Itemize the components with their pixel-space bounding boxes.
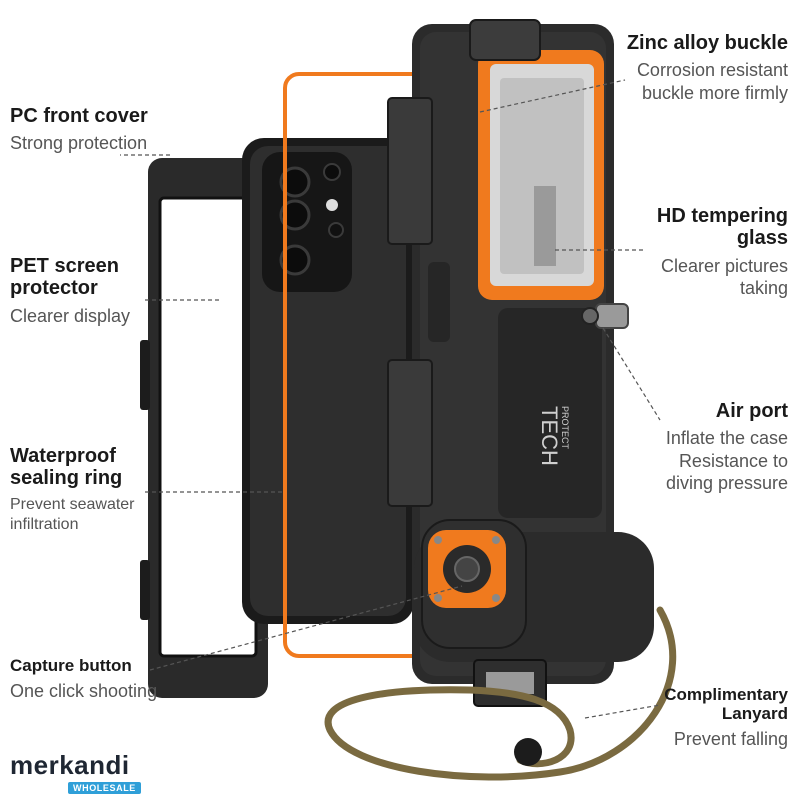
leader-lines [120, 79, 661, 719]
brand-logo-on-case: TECH PROTECT [537, 406, 570, 466]
label-sealing-ring: Waterproof sealing ring Prevent seawater… [10, 445, 135, 534]
label-subtitle: One click shooting [10, 681, 158, 702]
label-title: PC front cover [10, 105, 148, 127]
merkandi-watermark: merkandi WHOLESALE [10, 752, 141, 796]
svg-text:PROTECT: PROTECT [560, 406, 570, 450]
label-subtitle: Prevent falling [673, 729, 788, 750]
lanyard-stopper [514, 738, 542, 766]
label-subtitle: Corrosion resistant [636, 60, 788, 81]
label-lanyard: Complimentary Lanyard Prevent falling [664, 685, 788, 749]
label-air-port: Air port Inflate the case Resistance to … [666, 400, 788, 493]
brand-tag: WHOLESALE [68, 782, 141, 794]
label-pet-protector: PET screen protector Clearer display [10, 255, 130, 326]
waterproof-case-body [387, 19, 654, 707]
label-title: Air port [715, 400, 788, 422]
label-hd-glass: HD tempering glass Clearer pictures taki… [657, 205, 788, 298]
label-title: Waterproof [10, 445, 116, 467]
label-capture-button: Capture button One click shooting [10, 656, 157, 701]
label-title: PET screen [10, 255, 119, 277]
svg-text:TECH: TECH [537, 406, 562, 466]
label-subtitle: diving pressure [665, 472, 788, 493]
label-subtitle: buckle more firmly [641, 82, 788, 103]
label-subtitle: Inflate the case [665, 428, 788, 449]
label-subtitle: Resistance to [678, 450, 788, 471]
label-subtitle: Clearer display [10, 305, 131, 326]
label-title: protector [10, 277, 98, 300]
label-title: Capture button [10, 656, 132, 675]
label-subtitle: Prevent seawater [10, 495, 135, 513]
label-title: Zinc alloy buckle [626, 32, 788, 54]
label-subtitle: taking [739, 277, 788, 298]
pc-front-cover-frame [140, 158, 268, 698]
label-title: Complimentary [664, 685, 788, 704]
label-title: HD tempering [656, 205, 788, 227]
brand-name: merkandi [10, 750, 130, 780]
label-pc-cover: PC front cover Strong protection [10, 105, 148, 154]
label-subtitle: Clearer pictures [660, 255, 788, 276]
label-title: glass [736, 227, 788, 250]
lanyard-cord [324, 606, 677, 781]
label-subtitle: infiltration [10, 515, 79, 533]
label-title: sealing ring [10, 467, 123, 490]
label-subtitle: Strong protection [10, 133, 148, 154]
label-zinc-buckle: Zinc alloy buckle Corrosion resistant bu… [627, 32, 788, 103]
label-title: Lanyard [721, 704, 788, 724]
